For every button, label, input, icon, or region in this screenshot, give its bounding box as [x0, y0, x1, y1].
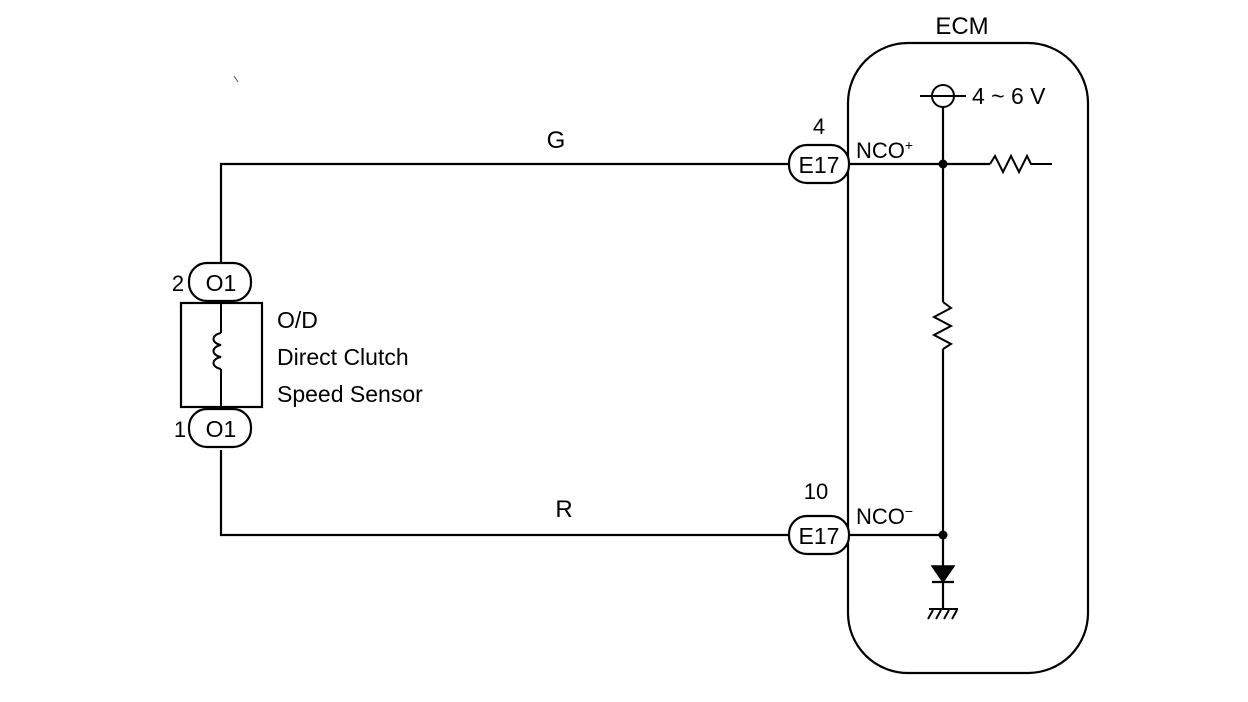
- wire-r: [219, 450, 795, 537]
- sensor-connector-bottom-label: O1: [206, 416, 237, 442]
- sensor-connector-top: [187, 261, 253, 303]
- ecm-title: ECM: [935, 13, 988, 40]
- coil-icon: [212, 332, 222, 370]
- ecm-box: [846, 41, 1090, 675]
- sensor-connector-bottom: [187, 407, 253, 449]
- ecm-signal-bottom-polarity: −: [905, 503, 913, 519]
- ground-icon: [927, 608, 958, 620]
- ecm-connector-top-pin: 4: [813, 114, 825, 139]
- resistor-horizontal-icon: [989, 153, 1052, 175]
- ecm-connector-top-code: E17: [799, 152, 840, 178]
- ecm-signal-bottom: NCO−: [856, 503, 913, 529]
- ecm-signal-bottom-name: NCO: [856, 504, 905, 529]
- sensor-name-line-1: O/D: [277, 307, 318, 333]
- ecm-connector-bottom-code: E17: [799, 523, 840, 549]
- ecm-signal-top-polarity: +: [905, 137, 913, 153]
- scan-artifact: [233, 75, 239, 83]
- junction-dot-bottom: [938, 530, 948, 540]
- sensor-connector-top-label: O1: [206, 270, 237, 296]
- voltage-source-icon: [931, 84, 955, 108]
- wire-g-color: G: [547, 127, 566, 154]
- resistor-vertical-icon: [931, 301, 954, 350]
- wire-r-color: R: [555, 496, 572, 523]
- supply-voltage: 4 ~ 6 V: [972, 83, 1046, 109]
- sensor-name-line-3: Speed Sensor: [277, 381, 423, 407]
- junction-dot-top: [938, 159, 948, 169]
- sensor-name-line-2: Direct Clutch: [277, 344, 409, 370]
- sensor-pin-top: 2: [172, 271, 184, 296]
- ecm-connector-bottom-pin: 10: [804, 479, 828, 504]
- sensor-pin-bottom: 1: [174, 417, 186, 442]
- ecm-signal-top-name: NCO: [856, 138, 905, 163]
- ecm-signal-top: NCO+: [856, 137, 913, 163]
- diode-icon: [930, 565, 956, 584]
- wire-g: [219, 162, 795, 262]
